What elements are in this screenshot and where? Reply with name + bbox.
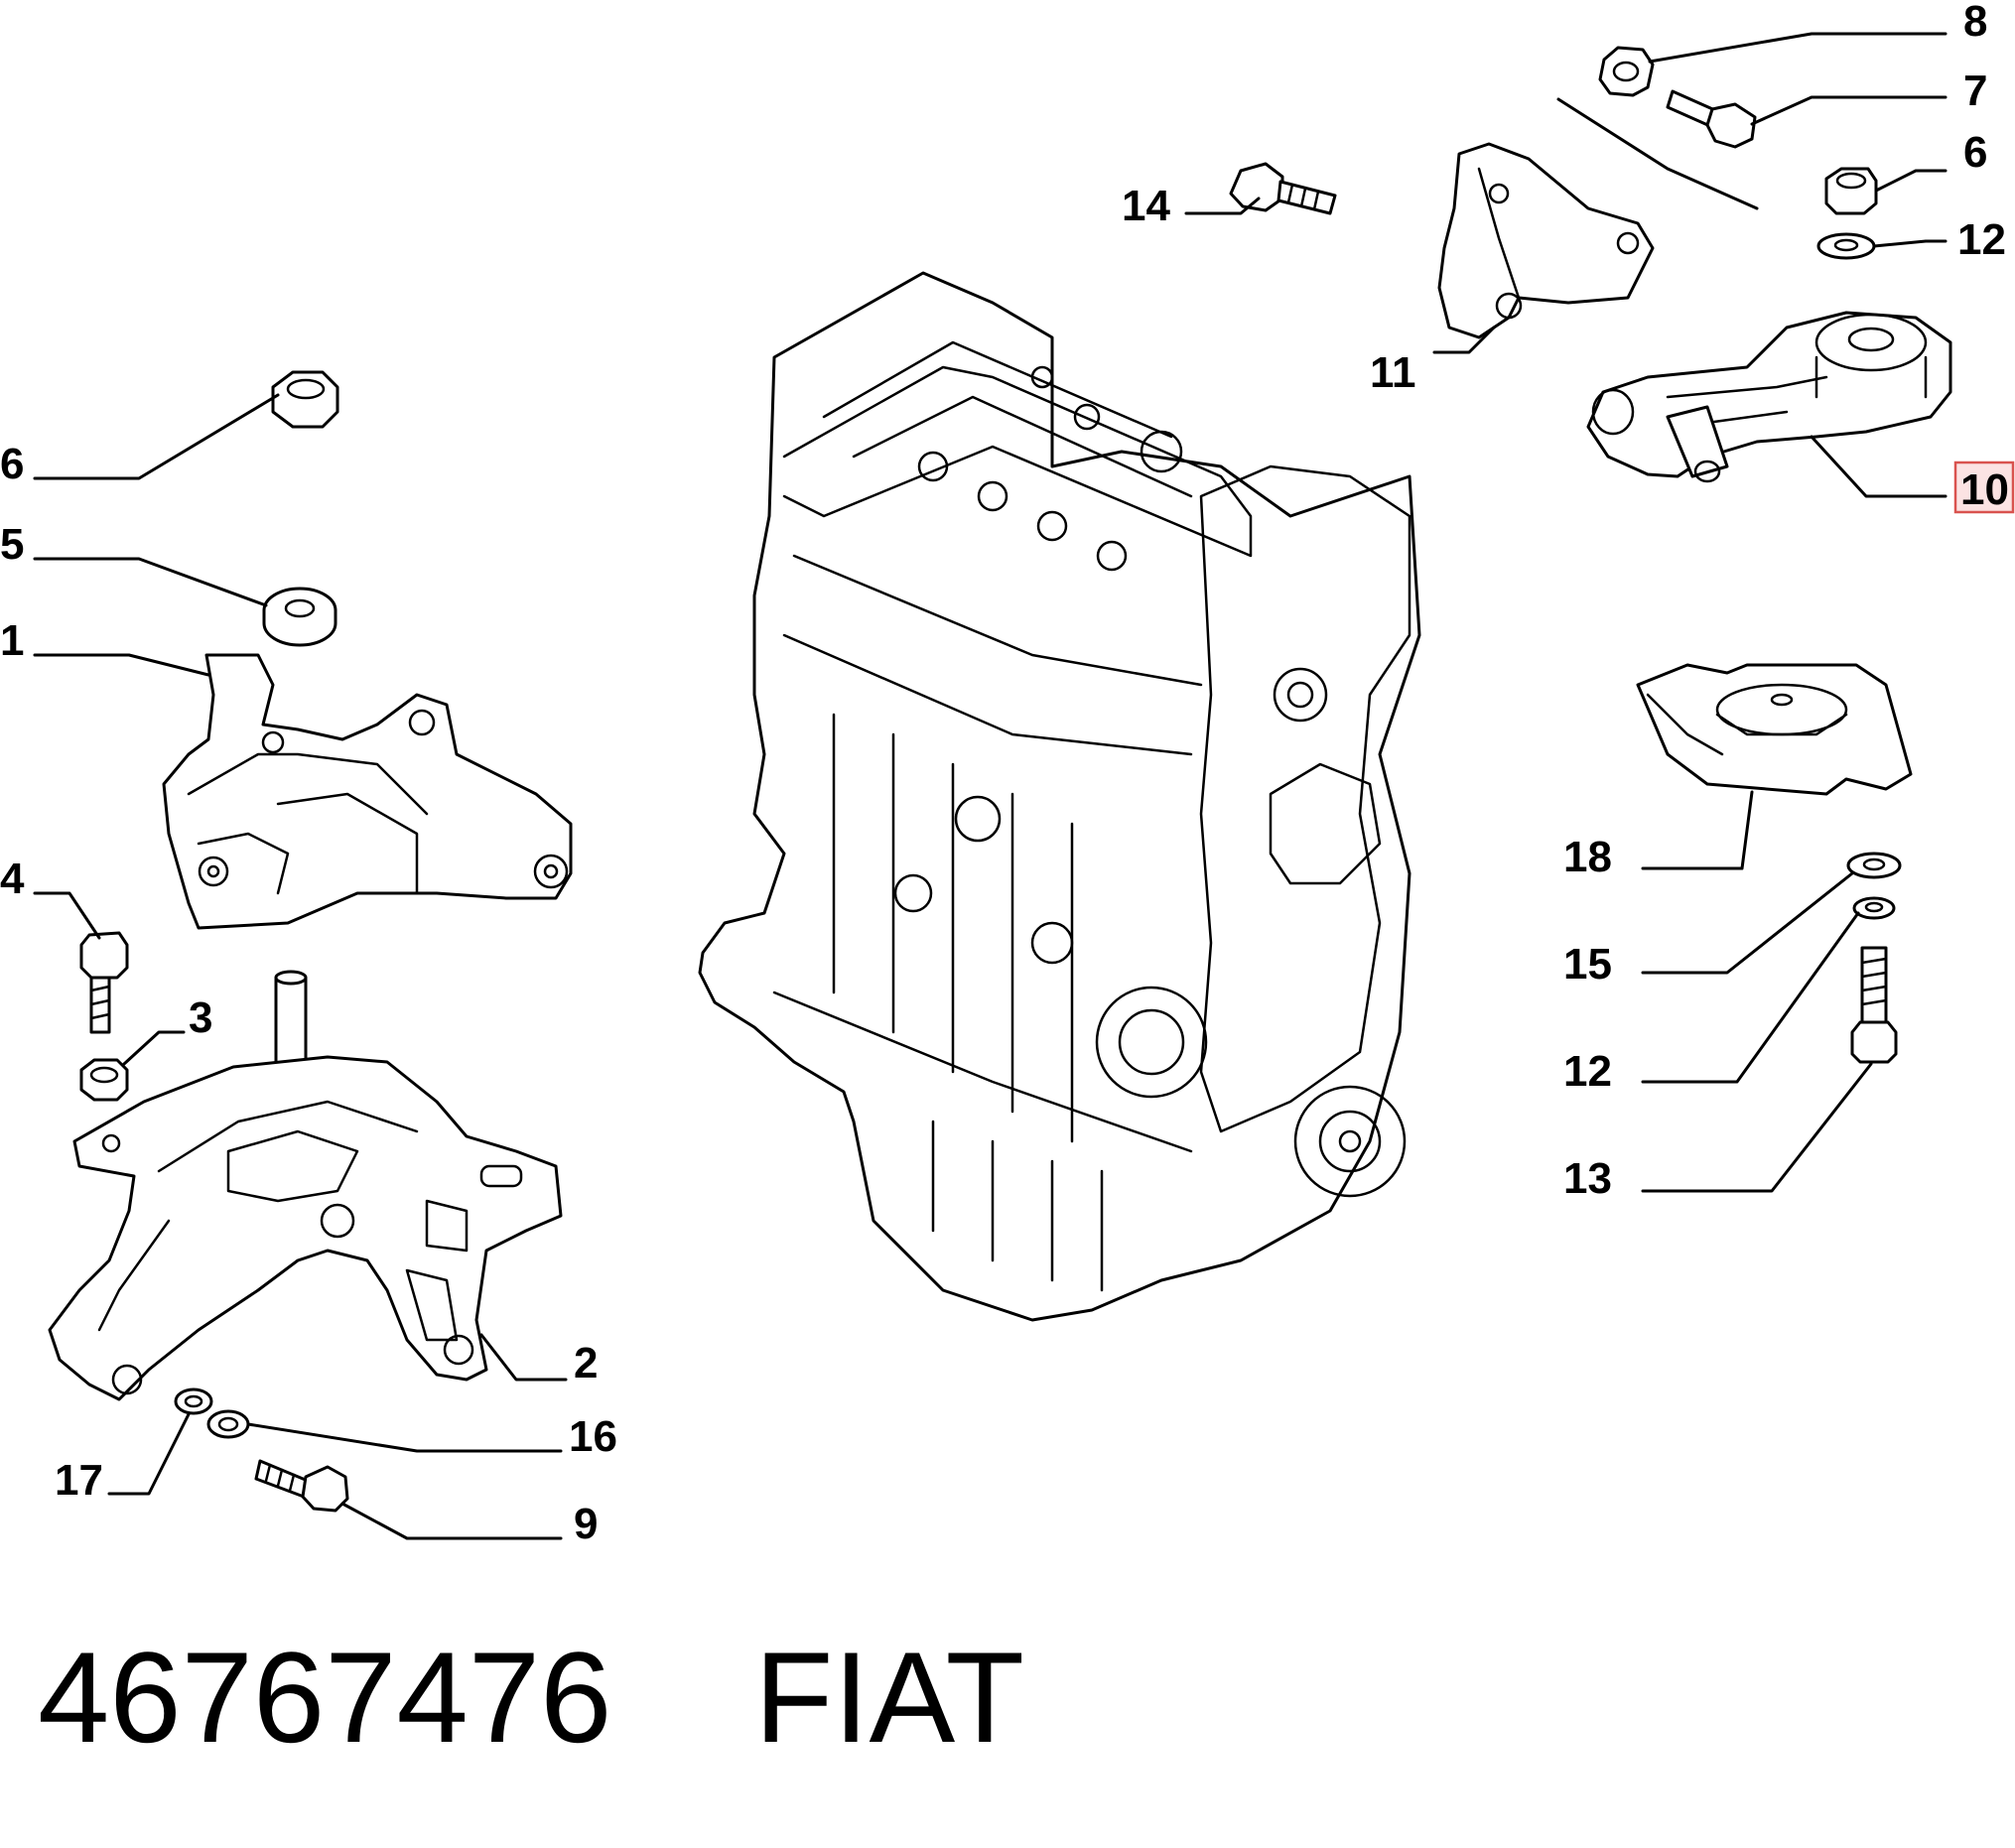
- part-16-washer-drawing: [206, 1409, 250, 1439]
- callout-14[interactable]: 14: [1122, 182, 1170, 230]
- callout-1[interactable]: 1: [0, 616, 24, 665]
- part-12-washer-bottom-drawing: [1852, 896, 1896, 920]
- engine-block-drawing: [698, 271, 1421, 1322]
- part-8-nut-drawing: [1598, 46, 1655, 97]
- part-4-bolt-drawing: [79, 931, 129, 1034]
- footer: 46767476 FIAT: [38, 1625, 1024, 1770]
- callout-17[interactable]: 17: [55, 1456, 103, 1505]
- part-11-bracket-drawing: [1437, 97, 1759, 339]
- part-3-nut-drawing: [79, 1058, 129, 1102]
- part-13-bolt-drawing: [1850, 946, 1898, 1064]
- callout-11[interactable]: 11: [1370, 348, 1416, 397]
- callout-4[interactable]: 4: [0, 855, 25, 903]
- part-10-torque-rod-drawing: [1586, 311, 1952, 483]
- callout-2[interactable]: 2: [574, 1339, 598, 1387]
- part-14-bolt-drawing: [1229, 162, 1337, 215]
- part-1-mount-bracket-drawing: [162, 653, 573, 930]
- callout-10[interactable]: 10: [1960, 465, 2009, 514]
- part-2-lower-bracket-drawing: [48, 970, 563, 1401]
- callout-7[interactable]: 7: [1963, 66, 1987, 115]
- callout-8[interactable]: 8: [1963, 0, 1987, 46]
- brand-name: FIAT: [754, 1625, 1024, 1770]
- part-6-nut-right-drawing: [1824, 167, 1878, 215]
- part-18-lower-mount-drawing: [1636, 663, 1913, 796]
- part-5-washer-drawing: [262, 587, 337, 647]
- callout-6-left[interactable]: 6: [0, 440, 24, 488]
- callout-18[interactable]: 18: [1563, 833, 1612, 881]
- callout-13[interactable]: 13: [1563, 1154, 1612, 1203]
- part-12-washer-top-drawing: [1816, 232, 1876, 260]
- part-number: 46767476: [38, 1625, 611, 1770]
- callout-6-right[interactable]: 6: [1963, 128, 1987, 177]
- callout-12-top[interactable]: 12: [1957, 215, 2006, 264]
- part-9-bolt-drawing: [254, 1459, 349, 1513]
- leader-lines: [33, 32, 1948, 1540]
- callout-10-highlight-box: [1953, 461, 2015, 514]
- part-17-washer-drawing: [174, 1387, 213, 1415]
- part-6-nut-left-drawing: [271, 370, 339, 429]
- callout-3[interactable]: 3: [189, 993, 212, 1042]
- callout-5[interactable]: 5: [0, 520, 24, 569]
- callout-9[interactable]: 9: [574, 1500, 598, 1548]
- callout-15[interactable]: 15: [1563, 940, 1612, 989]
- callout-16[interactable]: 16: [569, 1412, 617, 1461]
- callout-labels: 6 5 1 4 3 2 16 17 9 14 11 8 7 6 12 10 18…: [0, 0, 2015, 1548]
- part-7-bolt-drawing: [1666, 89, 1757, 149]
- part-15-washer-drawing: [1846, 852, 1902, 879]
- callout-12-bottom[interactable]: 12: [1563, 1047, 1612, 1096]
